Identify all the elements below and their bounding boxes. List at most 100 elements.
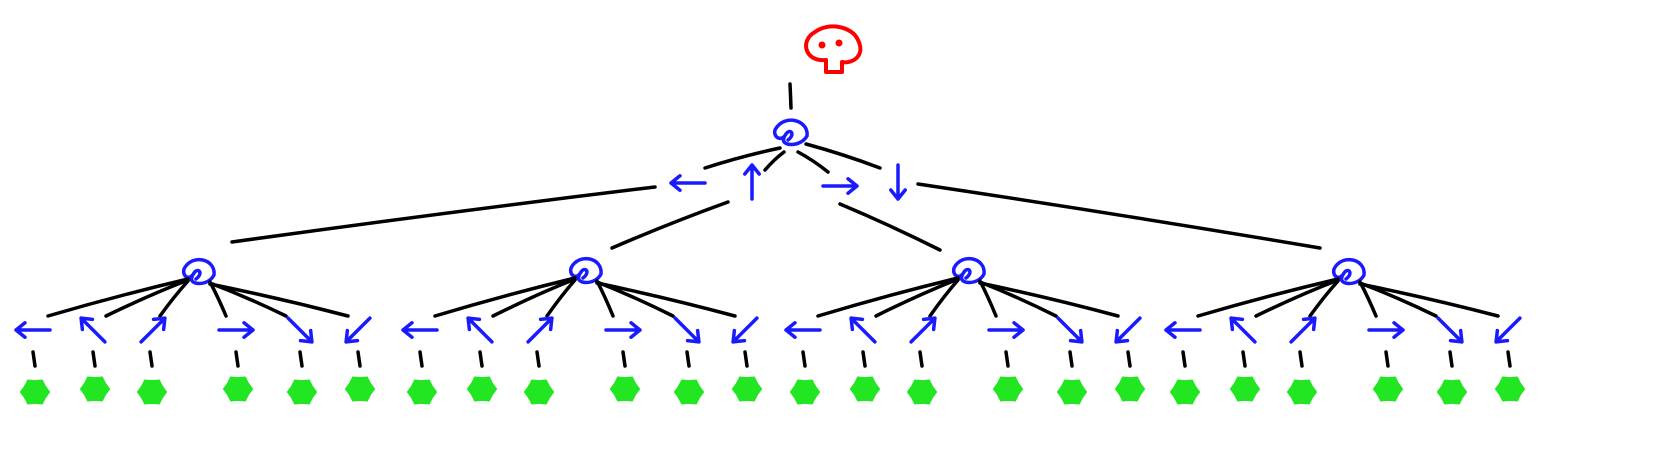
group4-leaf-4-icon	[1372, 376, 1404, 402]
group4-leaf-5-icon	[1436, 379, 1468, 405]
group1-leaf-stem-3	[148, 350, 154, 368]
group1-leaf-5-icon	[286, 379, 318, 405]
group2-leaf-stem-6	[743, 350, 749, 368]
group2-leaf-1-icon	[406, 379, 438, 405]
group4-leaf-1-icon	[1169, 379, 1201, 405]
edge-to-group3	[838, 202, 942, 252]
group1-leaf-stem-4	[234, 350, 240, 368]
group3-leaf-stem-1	[801, 350, 807, 368]
group1-arrow-down-left-icon	[344, 316, 372, 344]
group2-chance-node-icon	[568, 256, 603, 285]
root-stem	[788, 82, 793, 110]
group4-edge-6	[1358, 282, 1500, 318]
group3-arrow-down-left-icon	[1114, 316, 1142, 344]
group4-arrow-up-right-icon	[1289, 316, 1317, 344]
group1-edge-2	[104, 278, 190, 318]
group1-arrow-up-left-icon	[79, 316, 107, 344]
group1-leaf-6-icon	[344, 376, 376, 402]
group2-arrow-left-icon	[401, 321, 439, 339]
group4-leaf-2-icon	[1229, 376, 1261, 402]
level1-arrow-left-icon	[669, 174, 707, 192]
group3-edge-2	[874, 277, 960, 318]
group2-edge-3	[545, 278, 577, 318]
level1-arrow-down-icon	[889, 163, 907, 201]
group4-leaf-stem-6	[1506, 350, 1512, 368]
group2-leaf-2-icon	[466, 376, 498, 402]
group2-leaf-stem-2	[478, 350, 484, 368]
group1-leaf-1-icon	[19, 379, 51, 405]
group3-edge-1	[816, 276, 960, 318]
group3-leaf-stem-2	[861, 350, 867, 368]
group4-leaf-stem-4	[1384, 350, 1390, 368]
group4-leaf-stem-5	[1448, 350, 1454, 368]
group2-leaf-3-icon	[523, 379, 555, 405]
edge-l1-left	[703, 146, 782, 170]
group4-edge-2	[1254, 278, 1340, 318]
group1-chance-node-icon	[181, 257, 216, 286]
group2-arrow-right-icon	[604, 321, 642, 339]
group4-leaf-stem-1	[1181, 350, 1187, 368]
group2-leaf-stem-5	[685, 350, 691, 368]
group3-arrow-right-icon	[987, 321, 1025, 339]
group3-leaf-6-icon	[1114, 376, 1146, 402]
group3-leaf-5-icon	[1056, 379, 1088, 405]
group1-leaf-3-icon	[136, 379, 168, 405]
group3-leaf-1-icon	[789, 379, 821, 405]
group2-edge-2	[491, 277, 577, 318]
edge-to-group2	[610, 200, 730, 250]
group3-leaf-4-icon	[992, 376, 1024, 402]
edge-to-group4	[916, 182, 1322, 250]
group3-arrow-down-right-icon	[1056, 316, 1084, 344]
group2-edge-1	[433, 276, 577, 318]
group1-leaf-2-icon	[79, 376, 111, 402]
group4-arrow-left-icon	[1164, 321, 1202, 339]
group4-leaf-stem-2	[1241, 350, 1247, 368]
group2-leaf-stem-4	[621, 350, 627, 368]
group3-leaf-stem-6	[1126, 350, 1132, 368]
level1-arrow-up-icon	[743, 163, 761, 201]
group1-leaf-4-icon	[222, 376, 254, 402]
group3-chance-node-icon	[951, 256, 986, 285]
group1-edge-6	[208, 282, 350, 318]
group4-leaf-3-icon	[1286, 379, 1318, 405]
group4-edge-3	[1308, 279, 1340, 318]
level1-arrow-right-icon	[821, 177, 859, 195]
edge-l1-up	[763, 150, 786, 172]
group3-leaf-stem-5	[1068, 350, 1074, 368]
edge-to-group1	[230, 185, 657, 244]
root-skull-icon	[804, 24, 863, 74]
group1-arrow-down-right-icon	[286, 316, 314, 344]
group1-arrow-up-right-icon	[139, 316, 167, 344]
group3-leaf-3-icon	[906, 379, 938, 405]
group4-chance-node-icon	[1331, 257, 1366, 286]
group3-leaf-2-icon	[849, 376, 881, 402]
group4-arrow-right-icon	[1367, 321, 1405, 339]
group4-arrow-down-right-icon	[1436, 316, 1464, 344]
group2-arrow-down-left-icon	[731, 316, 759, 344]
group1-arrow-right-icon	[217, 321, 255, 339]
group3-leaf-stem-3	[918, 350, 924, 368]
group3-arrow-up-right-icon	[909, 316, 937, 344]
group4-arrow-down-left-icon	[1494, 316, 1522, 344]
group1-leaf-stem-2	[91, 350, 97, 368]
group2-arrow-up-right-icon	[526, 316, 554, 344]
group2-edge-6	[595, 281, 737, 318]
group3-edge-6	[978, 281, 1120, 318]
group4-leaf-6-icon	[1494, 376, 1526, 402]
group3-arrow-up-left-icon	[849, 316, 877, 344]
group3-edge-3	[928, 278, 960, 318]
group2-leaf-6-icon	[731, 376, 763, 402]
group3-arrow-left-icon	[784, 321, 822, 339]
edge-l1-down	[804, 142, 882, 170]
group4-arrow-up-left-icon	[1229, 316, 1257, 344]
edge-l1-right	[796, 150, 830, 174]
group1-leaf-stem-6	[356, 350, 362, 368]
tree-layer	[14, 82, 1526, 405]
group1-arrow-left-icon	[14, 321, 52, 339]
group4-edge-1	[1196, 277, 1340, 318]
group2-arrow-up-left-icon	[466, 316, 494, 344]
group4-leaf-stem-3	[1298, 350, 1304, 368]
group1-edge-3	[158, 279, 190, 318]
group2-arrow-down-right-icon	[673, 316, 701, 344]
